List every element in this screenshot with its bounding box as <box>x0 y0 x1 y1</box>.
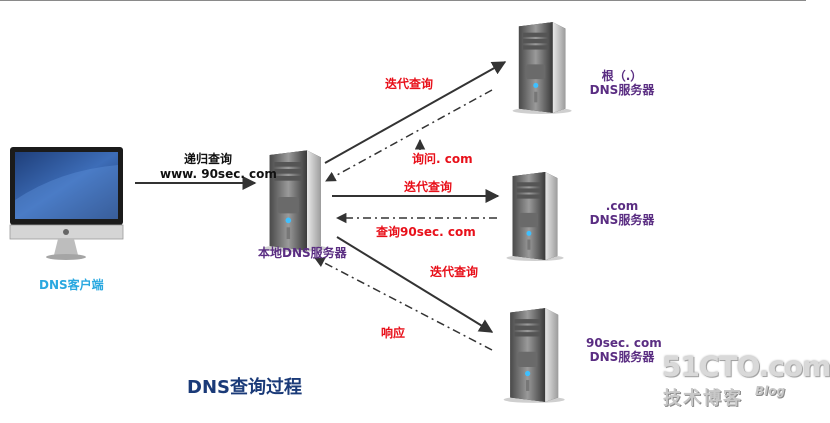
domain-dns-server-icon <box>503 308 565 403</box>
root-server-label: 根（.） DNS服务器 <box>588 69 656 97</box>
root-dns-server-icon <box>512 22 572 114</box>
dns-diagram <box>9 22 572 403</box>
iter-com-label: 迭代查询 <box>404 180 453 194</box>
local-server-label: 本地DNS服务器 <box>258 246 347 260</box>
diagram-title: DNS查询过程 <box>187 377 302 398</box>
edge-iter-root <box>324 61 507 164</box>
iter-root-label: 迭代查询 <box>385 77 434 91</box>
recursive-target-label: www. 90sec. com <box>160 167 277 181</box>
client-label: DNS客户端 <box>39 278 104 292</box>
domain-server-label: 90sec. com DNS服务器 <box>586 336 662 364</box>
watermark-brand: 51CTO.com <box>662 350 830 383</box>
com-dns-server-icon <box>506 172 564 261</box>
top-border <box>0 0 806 1</box>
domain-server-line1: 90sec. com <box>586 336 662 350</box>
root-server-line1: 根（.） <box>601 69 643 83</box>
local-dns-server-icon <box>262 150 328 252</box>
edge-iter-domain <box>336 236 494 333</box>
com-server-line2: DNS服务器 <box>589 213 655 227</box>
domain-server-line2: DNS服务器 <box>589 350 655 364</box>
com-server-line1: .com <box>605 199 639 213</box>
com-server-label: .com DNS服务器 <box>588 199 656 227</box>
recursive-query-label: 递归查询 <box>184 152 233 166</box>
com-reply-label: 查询90sec. com <box>376 225 476 239</box>
iter-domain-label: 迭代查询 <box>430 265 479 279</box>
edge-root-reply <box>325 89 493 182</box>
root-server-line2: DNS服务器 <box>589 83 655 97</box>
watermark-sub: 技术博客 <box>663 388 743 409</box>
ask-root-reply-label: 询问. com <box>412 152 473 166</box>
edge-domain-reply <box>314 257 493 351</box>
domain-reply-label: 响应 <box>381 326 406 340</box>
client-computer-icon <box>9 147 124 260</box>
watermark-blog: Blog <box>755 384 786 398</box>
